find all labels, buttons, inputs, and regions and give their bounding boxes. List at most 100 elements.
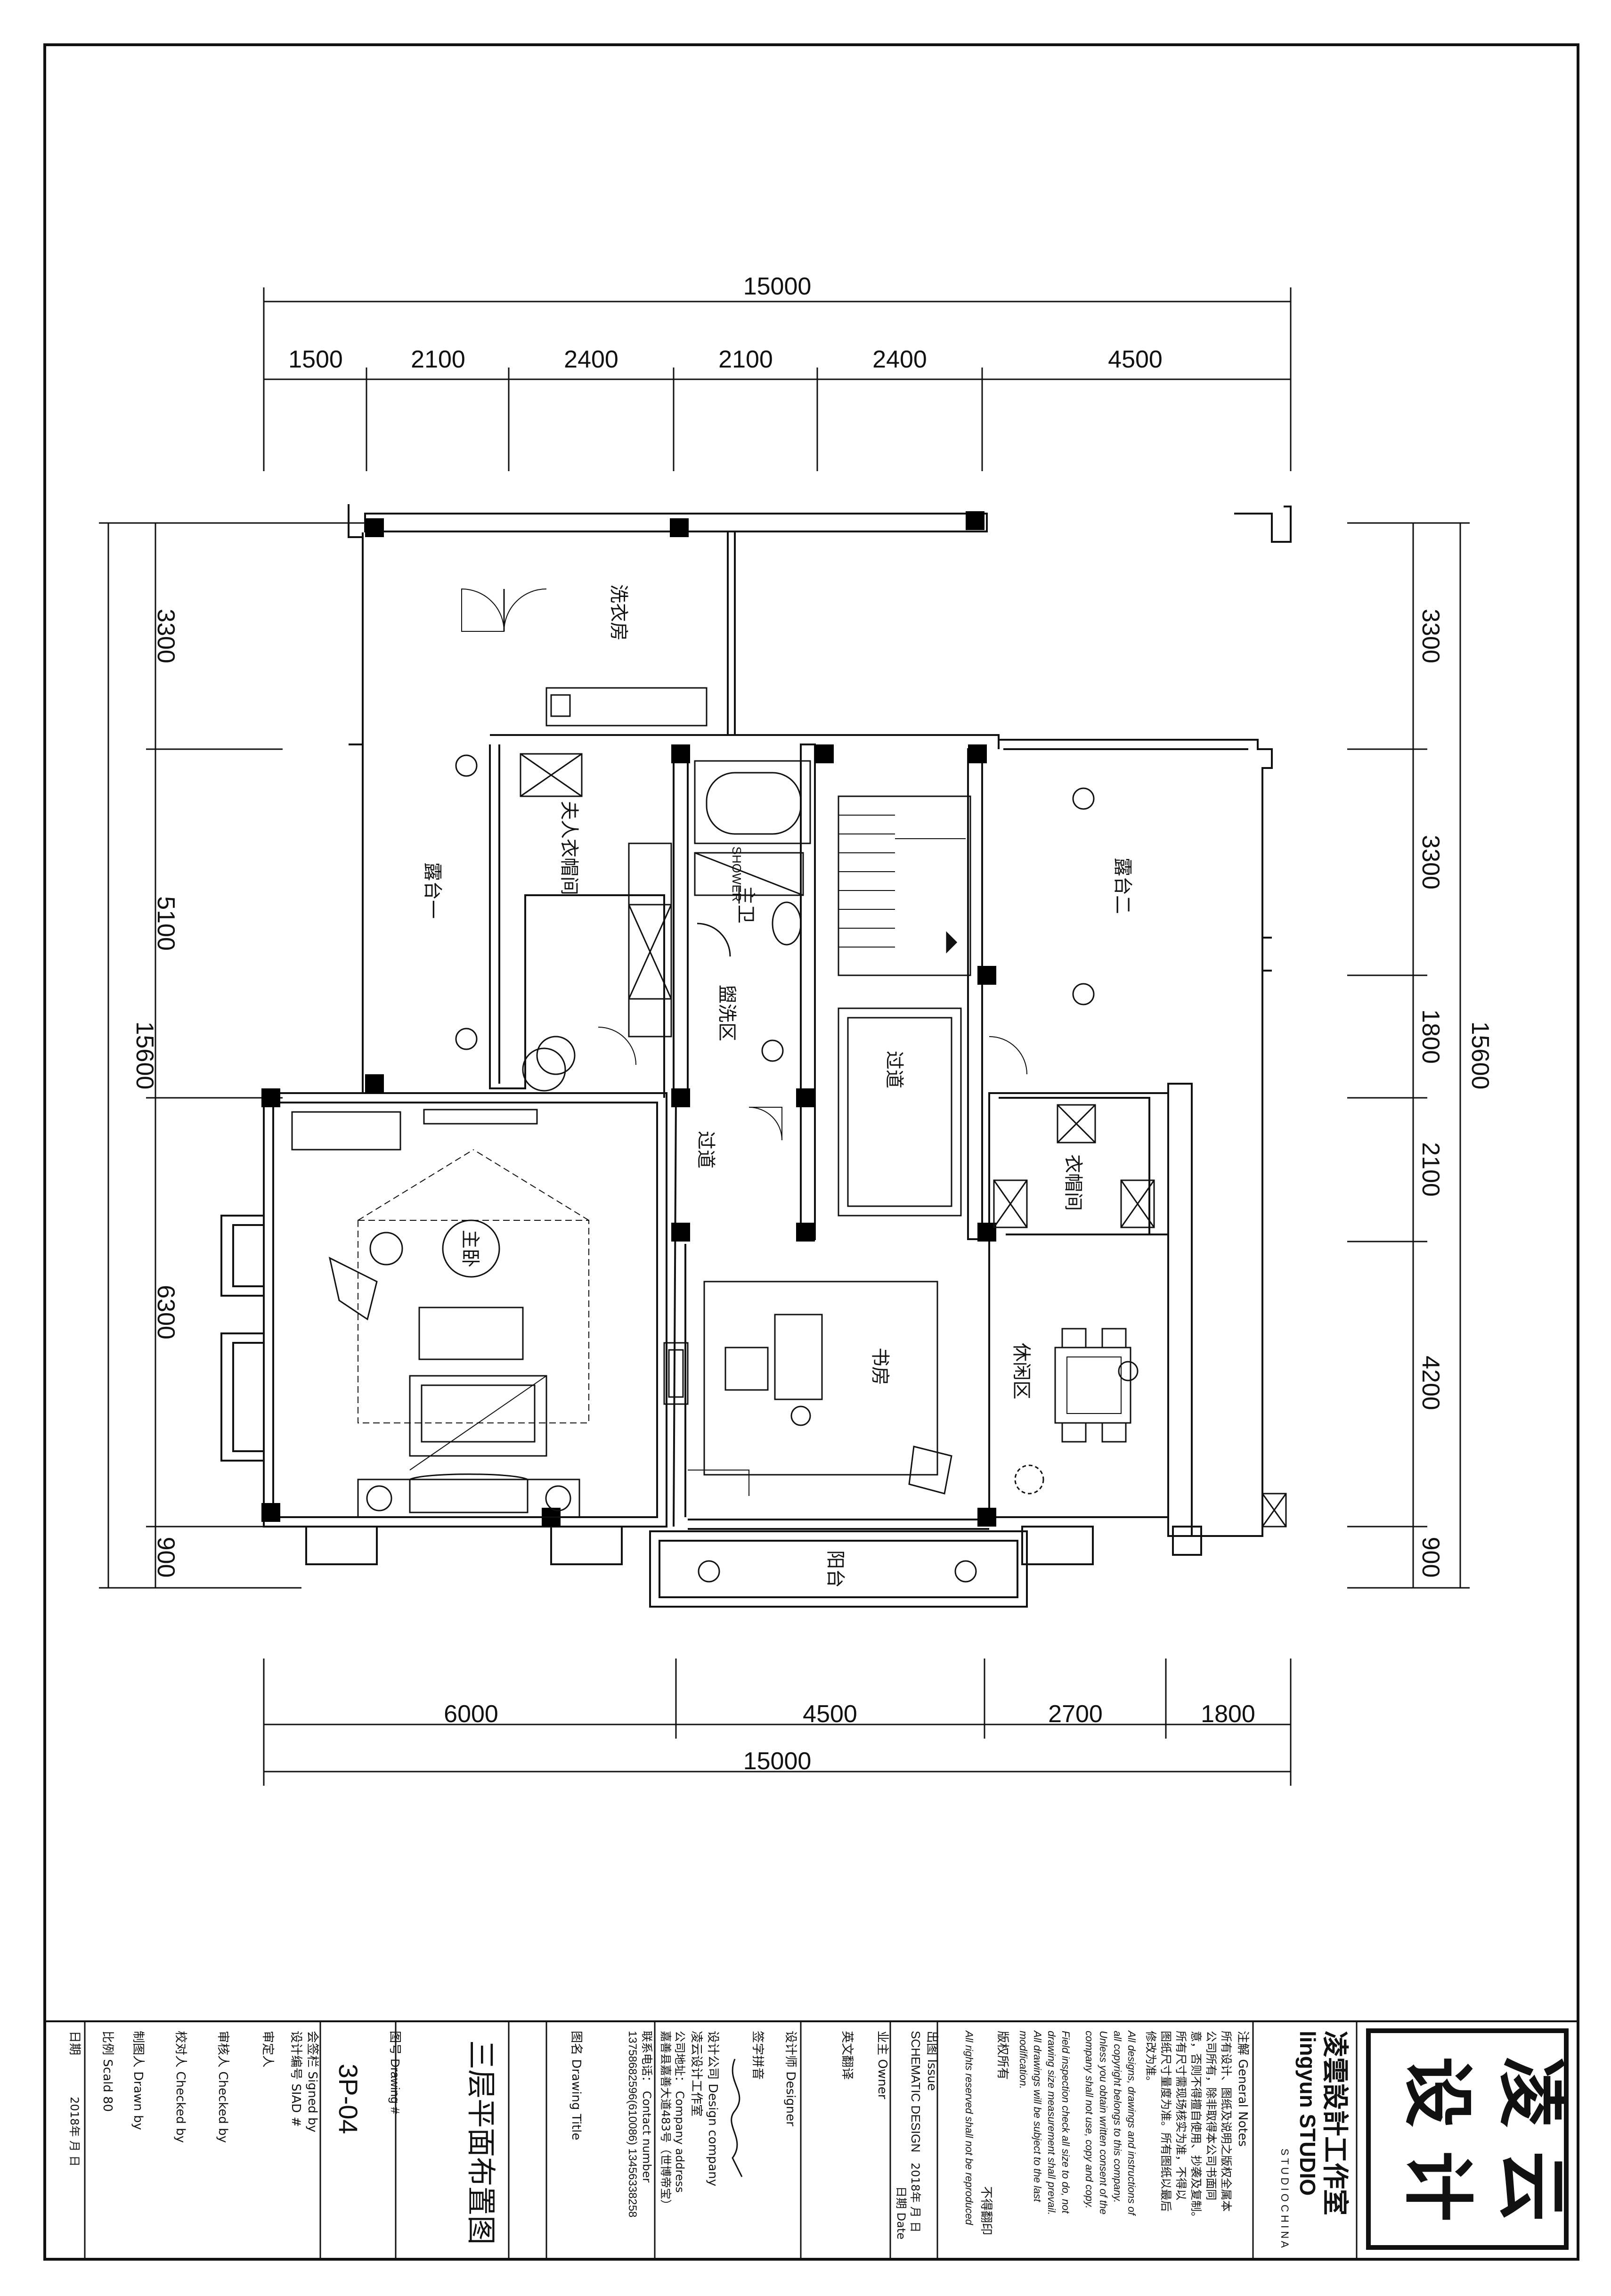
notes-cn-5: 图纸尺寸量度为准。所有图纸以最后 xyxy=(1159,2031,1172,2212)
dim-top-total: 15000 xyxy=(743,273,812,300)
notes-en-4: company shall not use, copy and copy. xyxy=(1083,2031,1095,2208)
copyright-title: 版权所有 xyxy=(995,2031,1009,2080)
field-notes-1: Field inspection check all size to do, n… xyxy=(1060,2031,1072,2214)
left-dimensions xyxy=(99,522,377,1589)
dim-right-total: 15600 xyxy=(1466,1021,1494,1090)
company-name-cn: 凌雲設計工作室 xyxy=(1319,2031,1350,2215)
room-label-corridor-1: 过道 xyxy=(695,1131,716,1168)
field-notes-3: All drawings will be subject to the last xyxy=(1032,2030,1043,2202)
dim-left-total: 15600 xyxy=(131,1021,158,1090)
address-label: 公司地址： Company address xyxy=(673,2031,686,2193)
bottom-dimensions xyxy=(263,1659,1292,1786)
address-value: 嘉善县嘉善大道483号（世博帝宝） xyxy=(659,2031,672,2211)
design-company-label: 设计公司 Design company xyxy=(706,2031,720,2186)
room-label-dressing: 衣帽间 xyxy=(1062,1154,1084,1211)
dim-right-seg-3: 1800 xyxy=(1417,1009,1444,1064)
date-bottom-label: 日期 xyxy=(67,2031,81,2055)
room-label-terrace-1: 露台一 xyxy=(422,862,443,919)
contact-label: 联系电话： Contact number xyxy=(640,2031,653,2182)
room-label-corridor-2: 过道 xyxy=(883,1051,905,1088)
dim-left-seg-4: 900 xyxy=(152,1537,179,1578)
notes-cn-6: 修改为准。 xyxy=(1144,2031,1157,2087)
fixtures xyxy=(291,588,1287,1583)
notes-en-3: Unless you obtain written consent of the xyxy=(1098,2031,1109,2214)
dim-bottom-seg-4: 1800 xyxy=(1201,1700,1255,1728)
owner-label: 业主 Owner xyxy=(875,2031,889,2099)
approved-label: 审定人 xyxy=(260,2031,275,2067)
company-name-sub: S T U D I O C H I N A xyxy=(1279,2149,1291,2248)
right-dimensions xyxy=(1347,522,1470,1589)
checked-label-2: 校对人 Checked by xyxy=(173,2031,187,2143)
dim-top-seg-3: 2400 xyxy=(564,346,618,373)
issue-value: SCHEMATIC DESIGN xyxy=(909,2031,923,2152)
sheet-border xyxy=(43,43,1579,2261)
signed-label: 会签栏 Signed by xyxy=(305,2031,319,2133)
room-label-balcony: 阳台 xyxy=(824,1550,846,1588)
room-label-washroom: 盥洗区 xyxy=(716,985,738,1041)
date-value: 2018年 月 日 xyxy=(909,2163,922,2232)
room-label-leisure: 休闲区 xyxy=(1010,1343,1032,1399)
drawing-no-label: 图号 Drawing # xyxy=(388,2031,402,2114)
dim-right-seg-6: 900 xyxy=(1417,1537,1444,1578)
room-label-terrace-2: 露台二 xyxy=(1112,858,1133,914)
dim-top-seg-6: 4500 xyxy=(1108,346,1163,373)
dim-top-seg-5: 2400 xyxy=(872,346,927,373)
signature-label: 签字拼音 xyxy=(750,2031,765,2080)
structural-columns xyxy=(261,511,996,1527)
logo-char-1: 凌 xyxy=(1490,2057,1572,2127)
room-label-shower: SHOWER xyxy=(730,847,744,902)
notes-cn-2: 公司所有，除非取得本公司书面同 xyxy=(1204,2031,1218,2200)
notes-cn-1: 所有设计、图纸及说明之版权全属本 xyxy=(1220,2031,1233,2212)
room-label-master-bedroom: 主卧 xyxy=(459,1230,481,1267)
designer-signature xyxy=(731,2059,743,2177)
copyright-en: All rights reserved shall not be reprodu… xyxy=(963,2030,975,2225)
field-notes-4: modification. xyxy=(1017,2031,1029,2089)
dim-bottom-total: 15000 xyxy=(743,1748,812,1775)
date-label: 日期 Date xyxy=(895,2186,908,2239)
dim-right-seg-1: 3300 xyxy=(1417,609,1444,663)
notes-cn-4: 所有尺寸需现场核实为准，不得以 xyxy=(1174,2031,1188,2200)
title-block: 凌 云 设 计 凌雲設計工作室 lingyun STUDIO S T U D I… xyxy=(67,2021,1572,2259)
siad-label: 设计编号 SIAD # xyxy=(289,2031,303,2127)
dim-right-seg-5: 4200 xyxy=(1417,1356,1444,1410)
logo-char-2: 云 xyxy=(1490,2151,1572,2222)
dim-left-seg-2: 5100 xyxy=(152,896,179,951)
dim-left-seg-1: 3300 xyxy=(152,609,179,663)
dim-top-seg-4: 2100 xyxy=(718,346,773,373)
date-bottom-value: 2018年 月 日 xyxy=(68,2097,81,2166)
room-label-wife-closet: 夫人衣帽间 xyxy=(558,801,580,895)
room-labels: 洗衣房 露台一 露台二 夫人衣帽间 主卫 盥洗区 过道 过道 主卧 书房 衣帽间… xyxy=(422,584,1133,1588)
room-label-laundry: 洗衣房 xyxy=(608,584,629,641)
general-notes-title: 注解 General Notes xyxy=(1236,2031,1250,2147)
dim-top-seg-1: 1500 xyxy=(288,346,343,373)
copyright-warning: 不得翻印 xyxy=(979,2186,993,2235)
logo-char-4: 计 xyxy=(1396,2151,1478,2222)
dim-left-seg-3: 6300 xyxy=(152,1285,179,1340)
notes-en-1: All designs, drawings and instructions o… xyxy=(1126,2030,1138,2216)
designer-label: 设计师 Designer xyxy=(783,2031,797,2126)
drawing-no: 3P-04 xyxy=(334,2064,363,2134)
issue-label: 出图 Issue xyxy=(925,2031,939,2091)
top-dimensions xyxy=(263,287,1292,471)
dim-right-seg-4: 2100 xyxy=(1417,1142,1444,1197)
drawing-title-label: 图名 Drawing Title xyxy=(569,2031,583,2140)
logo-seal xyxy=(1366,2028,1569,2250)
notes-en-2: all copyright belongs to this company. xyxy=(1112,2031,1123,2203)
dim-bottom-seg-2: 4500 xyxy=(803,1700,857,1728)
walls xyxy=(220,504,1292,1608)
room-label-study: 书房 xyxy=(869,1348,891,1385)
scale-label: 比例 Scald 80 xyxy=(100,2031,114,2112)
drawing-title: 三层平面布置图 xyxy=(464,2040,498,2245)
dim-bottom-seg-1: 6000 xyxy=(444,1700,498,1728)
notes-cn-3: 意，否则不得擅自使用、抄袭及复制。 xyxy=(1189,2031,1203,2223)
dim-top-seg-2: 2100 xyxy=(411,346,465,373)
logo-char-3: 设 xyxy=(1396,2057,1478,2127)
checked-label-1: 审核人 Checked by xyxy=(216,2031,230,2143)
contact-value: 13758682596(610086) 13456338258 xyxy=(626,2031,639,2217)
field-notes-2: drawing size measurement shall prevail. xyxy=(1046,2031,1058,2215)
design-company-value: 凌云设计工作室 xyxy=(689,2031,703,2116)
company-name-en: lingyun STUDIO xyxy=(1295,2031,1320,2196)
dim-right-seg-2: 3300 xyxy=(1417,835,1444,890)
translation-label: 英文翻译 xyxy=(840,2031,854,2080)
